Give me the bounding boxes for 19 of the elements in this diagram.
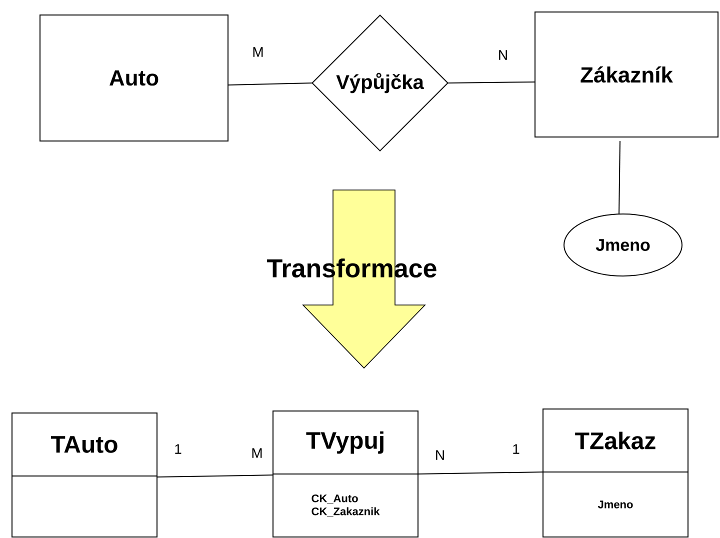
connector-line [156, 474, 274, 478]
cardinality-label: 1 [175, 444, 182, 454]
cardinality-label: M [253, 47, 263, 57]
cardinality-label: N [436, 450, 444, 460]
entity-box: Auto [40, 14, 228, 142]
table-body: CK_Auto CK_Zakaznik [272, 474, 418, 538]
table-header: TZakaz [542, 408, 688, 472]
table-body: Jmeno [542, 472, 688, 538]
connector-line [618, 140, 620, 214]
connector-line [228, 82, 312, 86]
cardinality-label: 1 [513, 444, 520, 454]
table-header: TAuto [12, 412, 158, 476]
cardinality-label: M [252, 448, 262, 458]
table-header: TVypuj [272, 410, 418, 474]
cardinality-label: N [499, 50, 507, 60]
table-body [12, 476, 158, 538]
connector-line [418, 472, 544, 474]
entity-box: Zákazník [534, 12, 718, 138]
connector-line [448, 82, 536, 84]
